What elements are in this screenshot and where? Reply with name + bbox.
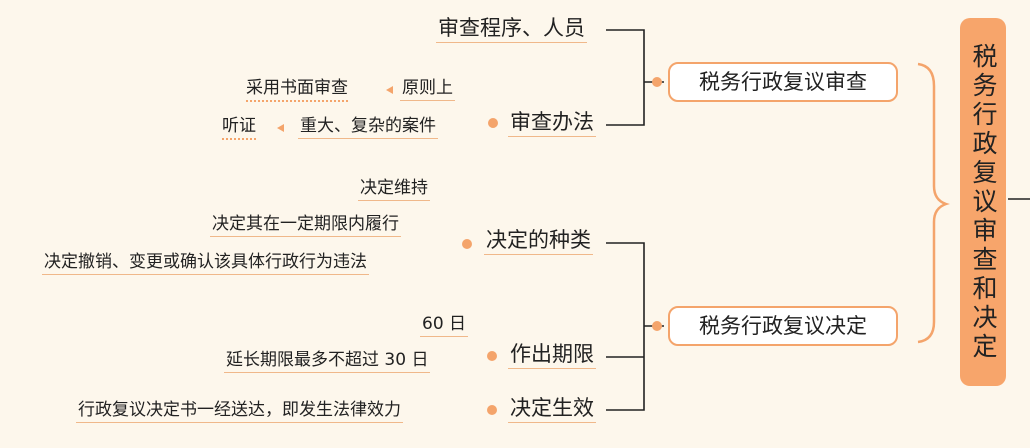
- leaf-hearing: 听证: [222, 118, 256, 140]
- branch-decision: 税务行政复议决定: [668, 306, 898, 346]
- brace: [917, 62, 950, 344]
- node-dot: [487, 405, 497, 415]
- root-label: 税务行政复议审查和决定: [969, 42, 998, 362]
- node-review-method: 审查办法: [508, 112, 596, 137]
- root-node: 税务行政复议审查和决定: [960, 18, 1006, 386]
- leaf-extension-30-days: 延长期限最多不超过 30 日: [224, 352, 431, 373]
- leaf-principle: 原则上: [400, 80, 455, 101]
- node-dot: [652, 321, 662, 331]
- leaf-60-days: 60 日: [420, 316, 469, 337]
- node-dot: [487, 351, 497, 361]
- arrow-left-icon: [277, 124, 284, 132]
- node-dot: [462, 239, 472, 249]
- arrow-left-icon: [386, 86, 393, 94]
- leaf-revoke-change-confirm: 决定撤销、变更或确认该具体行政行为违法: [42, 254, 369, 275]
- leaf-written-review: 采用书面审查: [246, 80, 348, 102]
- branch-review-label: 税务行政复议审查: [699, 70, 867, 94]
- leaf-uphold: 决定维持: [358, 180, 430, 201]
- leaf-effective-on-delivery: 行政复议决定书一经送达，即发生法律效力: [76, 402, 403, 423]
- node-review-procedure: 审查程序、人员: [436, 18, 587, 43]
- leaf-major-cases: 重大、复杂的案件: [298, 118, 438, 139]
- node-decision-types: 决定的种类: [484, 230, 593, 255]
- node-dot: [488, 118, 498, 128]
- branch-decision-label: 税务行政复议决定: [699, 314, 867, 338]
- node-dot: [652, 77, 662, 87]
- node-decision-effect: 决定生效: [508, 398, 596, 423]
- leaf-perform-within-period: 决定其在一定期限内履行: [210, 216, 401, 237]
- branch-review: 税务行政复议审查: [668, 62, 898, 102]
- node-time-limit: 作出期限: [508, 344, 596, 369]
